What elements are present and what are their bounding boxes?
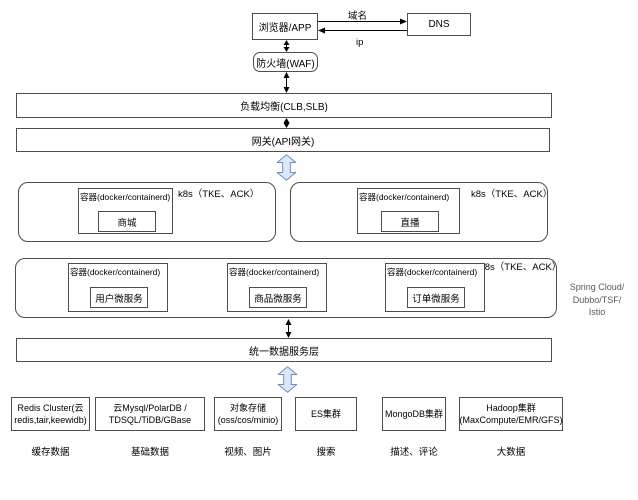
waf-lb-arrow-icon [283, 72, 290, 93]
data-storage-double-arrow-icon [277, 366, 298, 393]
storage-mongodb-node: MongoDB集群 [382, 397, 446, 431]
container-box-user-service: 容器(docker/containerd) 用户微服务 [68, 263, 168, 312]
container-label-mall: 容器(docker/containerd) [80, 192, 171, 202]
container-label-product-service: 容器(docker/containerd) [229, 267, 320, 277]
app-box-order-service: 订单微服务 [407, 287, 465, 308]
k8s-label-microservices: k8s（TKE、ACK） [480, 262, 562, 273]
app-box-user-service: 用户微服务 [90, 287, 148, 308]
storage-hadoop-node: Hadoop集群 (MaxCompute/EMR/GFS) [459, 397, 563, 431]
ip-arrow-icon [318, 27, 407, 34]
app-box-mall: 商城 [98, 211, 156, 232]
storage-mysql-node: 云Mysql/PolarDB / TDSQL/TiDB/GBase [95, 397, 205, 431]
ip-arrow-label: ip [356, 37, 364, 48]
micro-data-arrow-icon [285, 319, 292, 338]
dns-node: DNS [407, 13, 471, 36]
domain-arrow-label: 域名 [348, 11, 368, 22]
app-label-product-service: 商品微服务 [254, 293, 302, 305]
browser-waf-arrow-icon [283, 40, 290, 52]
gateway-layer: 网关(API网关) [16, 128, 550, 152]
category-description-comments: 描述、评论 [390, 447, 438, 458]
browser-app-node: 浏览器/APP [252, 13, 318, 40]
dns-label: DNS [428, 19, 450, 30]
storage-object-storage-node: 对象存储 (oss/cos/minio) [214, 397, 282, 431]
browser-app-label: 浏览器/APP [258, 23, 312, 34]
category-search: 搜索 [316, 447, 336, 458]
waf-node: 防火墙(WAF) [253, 52, 318, 72]
container-box-product-service: 容器(docker/containerd) 商品微服务 [227, 263, 327, 312]
container-box-order-service: 容器(docker/containerd) 订单微服务 [385, 263, 485, 312]
k8s-label-mall: k8s（TKE、ACK） [178, 189, 260, 200]
waf-label: 防火墙(WAF) [256, 58, 315, 70]
app-label-mall: 商城 [117, 217, 137, 229]
category-video-images: 视频、图片 [224, 447, 272, 458]
domain-arrow-icon [318, 18, 407, 25]
load-balancer-label: 负载均衡(CLB,SLB) [240, 102, 328, 113]
unified-data-layer: 统一数据服务层 [16, 338, 552, 362]
unified-data-label: 统一数据服务层 [249, 346, 319, 358]
category-base-data: 基础数据 [130, 447, 169, 458]
load-balancer-layer: 负载均衡(CLB,SLB) [16, 93, 552, 118]
container-box-mall: 容器(docker/containerd) 商城 [78, 188, 173, 234]
container-label-order-service: 容器(docker/containerd) [387, 267, 478, 277]
container-label-user-service: 容器(docker/containerd) [70, 267, 161, 277]
gateway-k8s-double-arrow-icon [276, 154, 297, 181]
frameworks-side-note: Spring Cloud/ Dubbo/TSF/ Istio [569, 282, 625, 318]
app-label-user-service: 用户微服务 [95, 293, 143, 305]
app-label-live: 直播 [400, 217, 420, 229]
app-box-product-service: 商品微服务 [249, 287, 307, 308]
lb-gateway-arrow-icon [283, 118, 290, 128]
storage-redis-node: Redis Cluster(云 redis,tair,keewidb) [11, 397, 90, 431]
category-big-data: 大数据 [496, 447, 526, 458]
category-cache-data: 缓存数据 [31, 447, 70, 458]
app-label-order-service: 订单微服务 [412, 293, 460, 305]
container-box-live: 容器(docker/containerd) 直播 [357, 188, 460, 234]
gateway-label: 网关(API网关) [251, 136, 315, 148]
app-box-live: 直播 [381, 211, 439, 232]
k8s-label-live: k8s（TKE、ACK） [471, 189, 553, 200]
container-label-live: 容器(docker/containerd) [359, 192, 450, 202]
storage-es-node: ES集群 [295, 397, 357, 431]
